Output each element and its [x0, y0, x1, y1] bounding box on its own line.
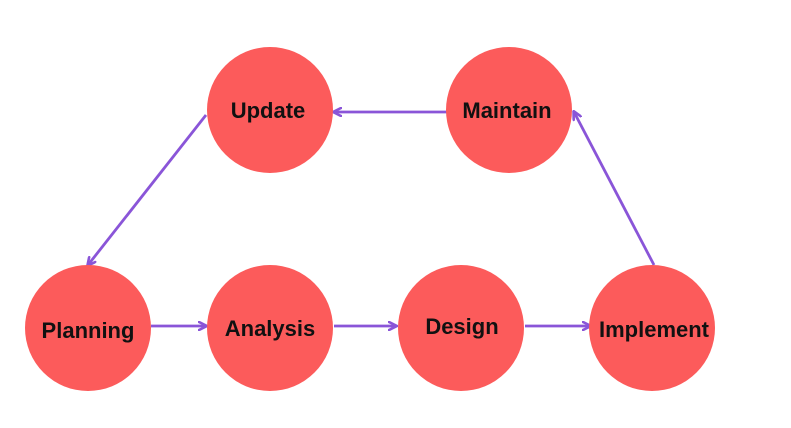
- node-circle: [446, 47, 572, 173]
- node-label: Update: [231, 98, 306, 123]
- node-circle: [207, 265, 333, 391]
- node-label: Implement: [599, 317, 710, 342]
- node-planning: Planning: [25, 265, 151, 391]
- node-circle: [589, 265, 715, 391]
- node-design: Design: [398, 265, 524, 391]
- node-label: Planning: [42, 318, 135, 343]
- node-implement: Implement: [589, 265, 715, 391]
- node-circle: [207, 47, 333, 173]
- edge-implement-to-maintain: [574, 112, 656, 266]
- node-circle: [398, 265, 524, 391]
- node-label: Analysis: [225, 316, 316, 341]
- node-update: Update: [207, 47, 333, 173]
- node-analysis: Analysis: [207, 265, 333, 391]
- edge-update-to-planning: [88, 114, 208, 265]
- edges: [88, 112, 656, 326]
- node-maintain: Maintain: [446, 47, 572, 173]
- node-circle: [25, 265, 151, 391]
- node-label: Maintain: [462, 98, 551, 123]
- node-label: Design: [425, 314, 498, 339]
